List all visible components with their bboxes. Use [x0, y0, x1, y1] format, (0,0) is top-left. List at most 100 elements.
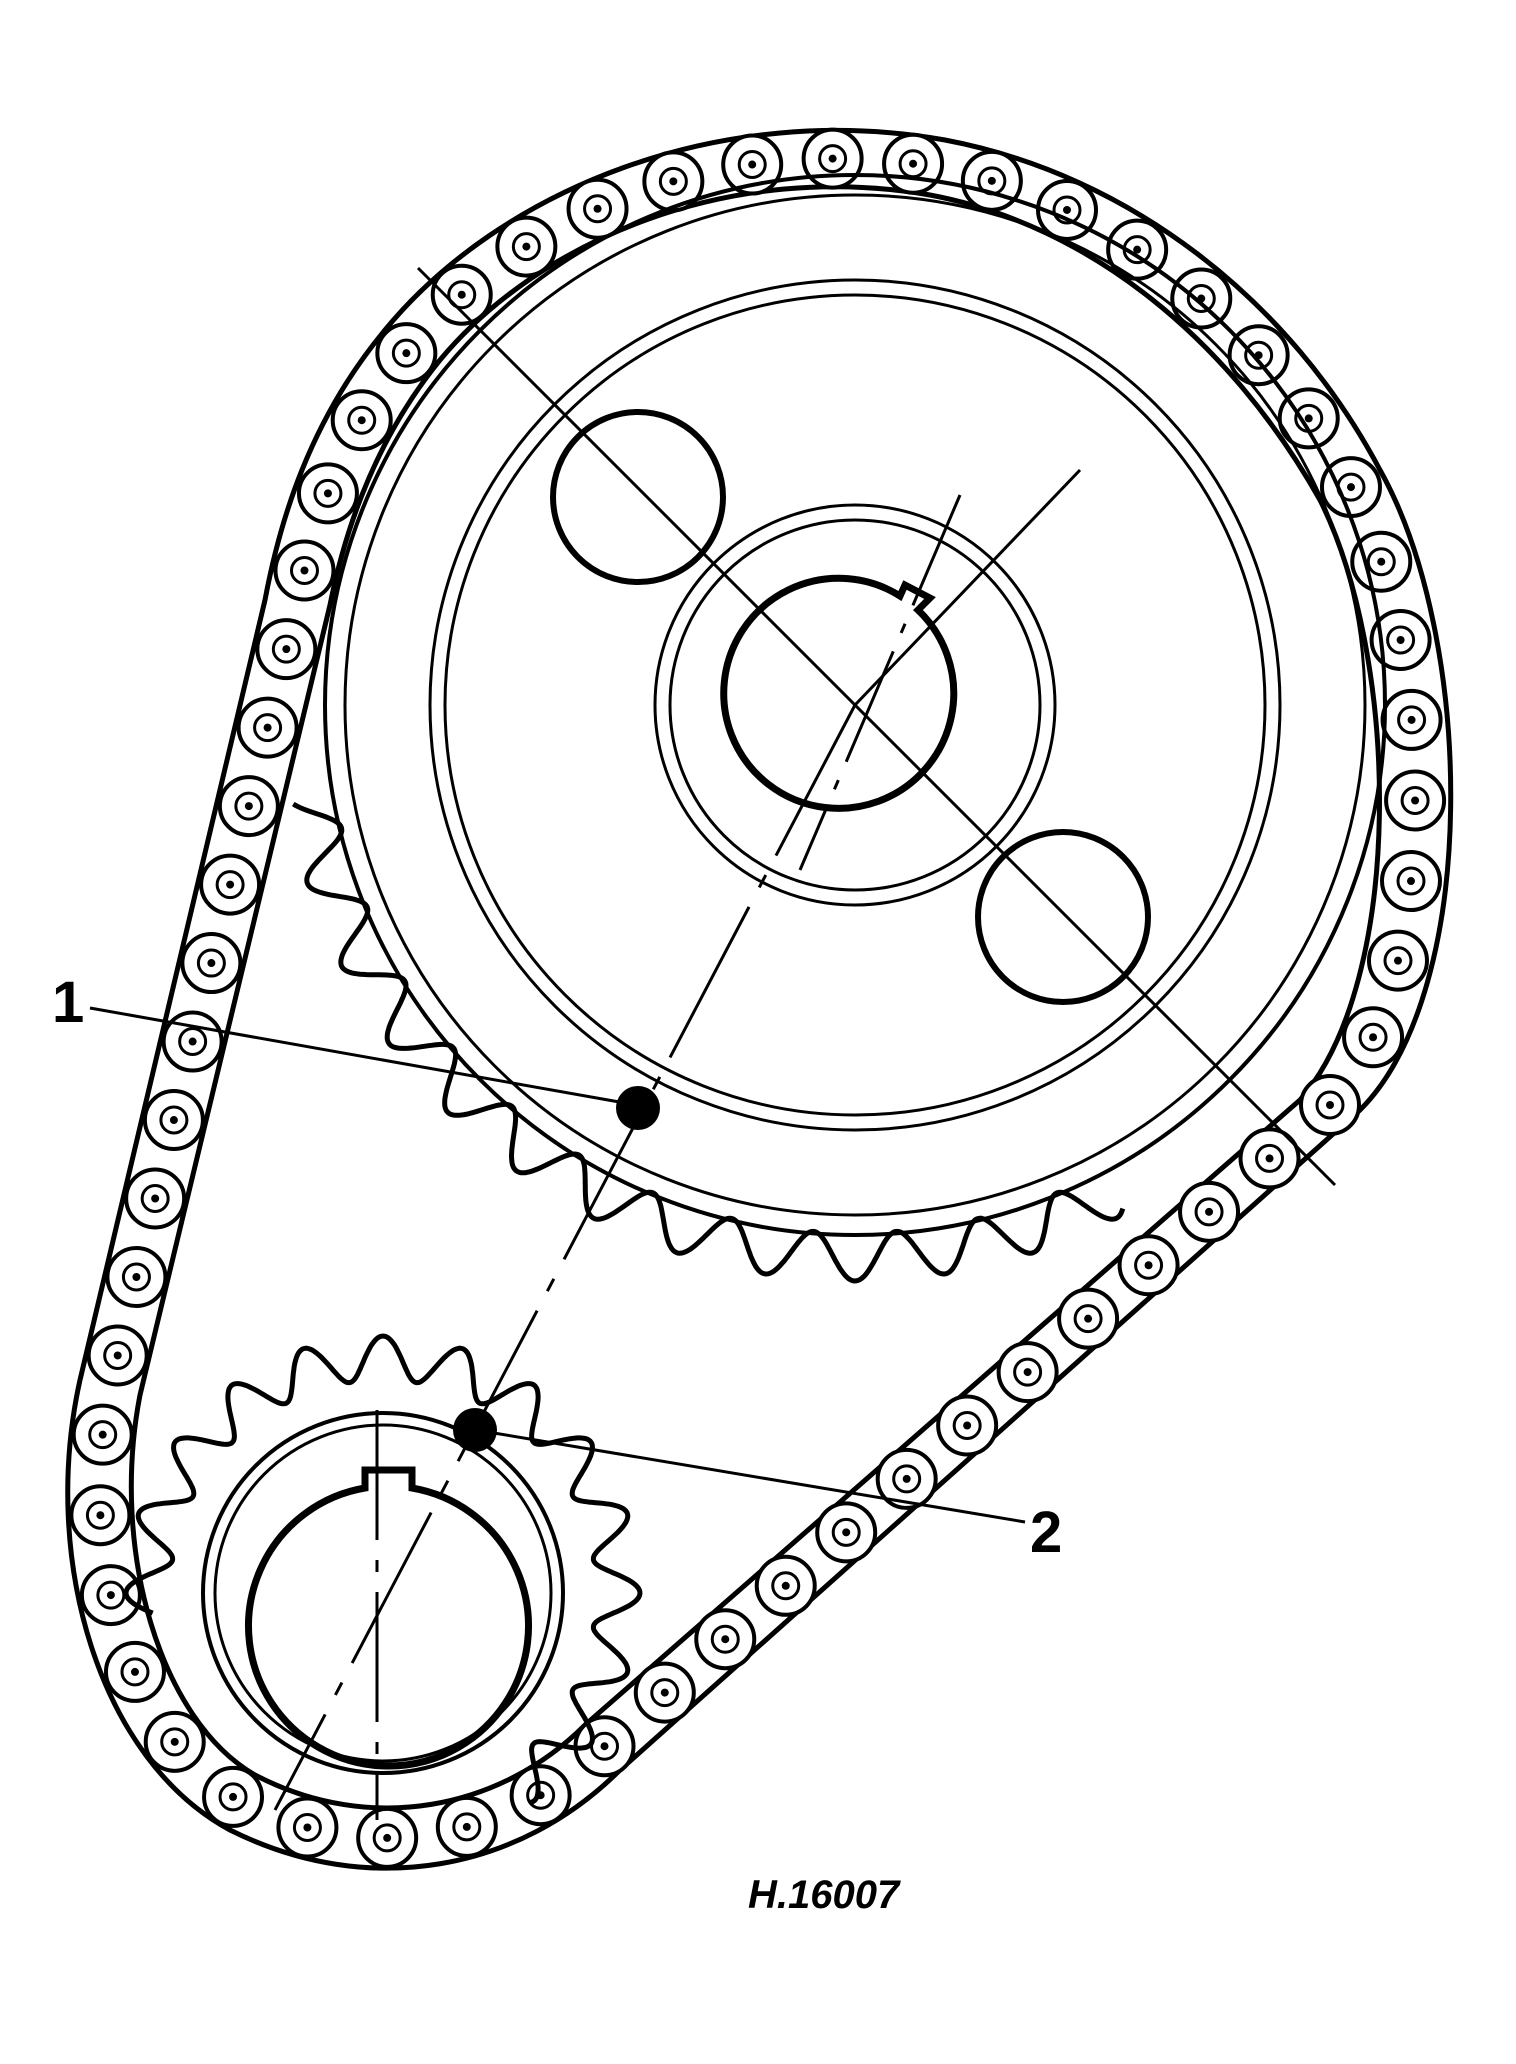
timing-mark-1-dot	[616, 1086, 660, 1130]
chain-pin	[1411, 796, 1420, 805]
callout-label-1: 1	[52, 970, 84, 1035]
callout-label-2: 2	[1030, 1500, 1062, 1565]
chain-pin-ring	[160, 1727, 190, 1757]
chain-pin-ring	[511, 232, 541, 262]
crankshaft-sprocket	[123, 1333, 643, 1805]
chain-pin	[828, 154, 837, 163]
leader-lines	[89, 1006, 1026, 1524]
chain-pin	[207, 959, 216, 968]
chain-envelope	[65, 127, 1454, 1871]
cam-sprocket-rim-outer	[323, 173, 1387, 1237]
chain-pin-ring	[831, 1517, 861, 1547]
chain-pin	[263, 723, 272, 732]
chain-pin-ring	[1397, 705, 1427, 735]
chain-pin-ring	[1073, 1304, 1103, 1334]
chain-pin	[226, 880, 235, 889]
chain-pin	[1346, 483, 1355, 492]
chain-pin-ring	[218, 1782, 248, 1812]
chain-pin-ring	[196, 948, 226, 978]
chain-pin-ring	[391, 338, 421, 368]
chain-pin-ring	[289, 556, 319, 586]
chain-pin	[909, 159, 918, 168]
chain-pin	[721, 1635, 730, 1644]
chain-pin	[1205, 1207, 1214, 1216]
cam-key-axis-line	[853, 468, 1082, 707]
cam-sprocket-rim-inner	[343, 193, 1367, 1217]
chain-pin-ring	[818, 144, 848, 174]
chain-pin	[170, 1737, 179, 1746]
chain-pin	[1144, 1261, 1153, 1270]
crank-hub-outer	[201, 1411, 565, 1775]
chain-pin	[600, 1742, 609, 1751]
chain-pin	[1133, 245, 1142, 254]
cam-sprocket-teeth	[292, 801, 1126, 1284]
chain-pin	[151, 1194, 160, 1203]
chain-pin	[303, 1823, 312, 1832]
chain-pin-ring	[372, 1823, 402, 1853]
chain-pin-ring	[159, 1105, 189, 1135]
chain-pin-ring	[1315, 1090, 1345, 1120]
chain-pin-ring	[1186, 284, 1216, 314]
chain-rollers	[69, 127, 1447, 1869]
chain-pin	[106, 1591, 115, 1600]
chain-pin-ring	[253, 713, 283, 743]
cam-lightening-hole-lower	[975, 829, 1151, 1005]
chain-pin-ring	[120, 1657, 150, 1687]
chain-pin	[987, 176, 996, 185]
chain-pin	[1084, 1314, 1093, 1323]
cam-sprocket-web-outer	[428, 278, 1282, 1132]
chain-pin-ring	[650, 1678, 680, 1708]
chain-pin	[1265, 1154, 1274, 1163]
chain-pin	[300, 566, 309, 575]
chain-pin	[96, 1511, 105, 1520]
chain-pin-ring	[88, 1420, 118, 1450]
cam-diagonal-centreline	[416, 266, 1337, 1187]
chain-pin	[132, 1272, 141, 1281]
timing-mark-2-dot	[453, 1408, 497, 1452]
cam-bore-with-keyway	[720, 574, 958, 812]
chain-pin	[357, 416, 366, 425]
chain-pin-ring	[1383, 946, 1413, 976]
chain-pin	[244, 802, 253, 811]
chain-pin	[229, 1792, 238, 1801]
crank-sprocket-teeth	[123, 1333, 643, 1805]
chain-pin	[963, 1421, 972, 1430]
chain-pin	[1396, 636, 1405, 645]
chain-pin	[1304, 414, 1313, 423]
chain-pin-ring	[1134, 1250, 1164, 1280]
chain-pin-ring	[892, 1464, 922, 1494]
timing-marks	[453, 1086, 660, 1452]
chain-pin-ring	[1366, 547, 1396, 577]
chain-pin	[1369, 1033, 1378, 1042]
leader-line-1	[89, 1006, 626, 1105]
chain-pin	[522, 242, 531, 251]
chain-pin-ring	[737, 150, 767, 180]
chain-pin-ring	[103, 1340, 133, 1370]
cam-hub-outer	[653, 503, 1057, 907]
chain-pin-ring	[447, 280, 477, 310]
camshaft-sprocket	[292, 173, 1387, 1284]
chain-pin	[169, 1116, 178, 1125]
chain-pin-ring	[1386, 625, 1416, 655]
chain-pin-ring	[583, 194, 613, 224]
cam-sprocket-web-inner	[443, 293, 1267, 1117]
chain-pin	[323, 489, 332, 498]
chain-pin	[462, 1822, 471, 1831]
chain-pin	[660, 1688, 669, 1697]
alignment-lines	[273, 266, 1337, 1820]
cam-lightening-hole-upper	[550, 409, 726, 585]
chain-pin-ring	[234, 791, 264, 821]
figure-reference-code: H.16007	[748, 1873, 901, 1917]
chain-pin-ring	[1396, 866, 1426, 896]
chain-outer-outline	[65, 127, 1454, 1871]
chain-pin-ring	[313, 478, 343, 508]
chain-pin	[383, 1833, 392, 1842]
chain-pin	[669, 177, 678, 186]
chain-pin	[98, 1430, 107, 1439]
chain-pin-ring	[1244, 340, 1274, 370]
chain-pin	[282, 645, 291, 654]
chain-pin	[1326, 1101, 1334, 1109]
chain-pin-ring	[1052, 195, 1082, 225]
cam-hub-inner	[668, 518, 1042, 892]
timing-alignment-line	[273, 704, 857, 1811]
